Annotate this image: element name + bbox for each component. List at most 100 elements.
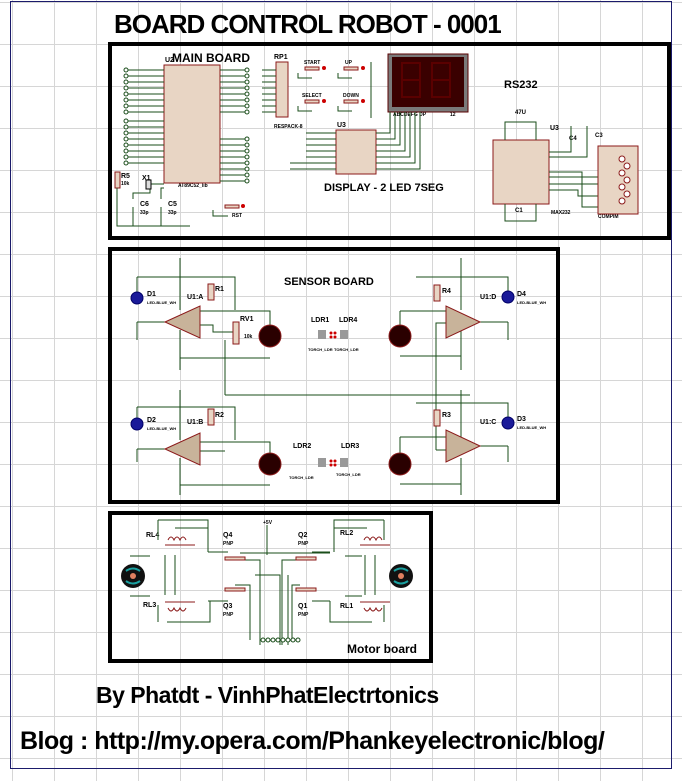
main-board-label: MAIN BOARD xyxy=(172,51,250,65)
sensor-board-label: SENSOR BOARD xyxy=(284,276,374,288)
r4-ref: R4 xyxy=(442,288,451,295)
d4-part: LED-BLUE_WH xyxy=(517,300,547,305)
cap-c3-ref: C3 xyxy=(595,133,603,139)
u1d-ref: U1:D xyxy=(480,294,497,301)
c6-ref: C6 xyxy=(140,201,149,208)
q2-type: PNP xyxy=(298,541,309,547)
torch-symbols xyxy=(318,330,348,467)
ldr4-ref: LDR4 xyxy=(339,317,358,324)
u1a-ref: U1:A xyxy=(187,294,204,301)
u1c-ref: U1:C xyxy=(480,419,497,426)
crystal-x1 xyxy=(145,179,152,190)
port1-wires xyxy=(126,69,164,113)
d1-ref: D1 xyxy=(147,291,156,298)
rl4-ref: RL4 xyxy=(146,532,160,539)
c5-ref: C5 xyxy=(168,201,177,208)
author-credit: By Phatdt - VinhPhatElectrtonics xyxy=(96,682,439,708)
c6-value: 33p xyxy=(140,210,149,216)
segment-wires xyxy=(376,112,421,170)
mcu-chip xyxy=(163,64,221,184)
ldr3-ref: LDR3 xyxy=(341,443,360,450)
push-buttons xyxy=(212,62,372,217)
u1b-ref: U1:B xyxy=(187,419,204,426)
d3-ref: D3 xyxy=(517,416,526,423)
crystal-wires xyxy=(116,183,190,227)
connector-part: COMPIM xyxy=(598,214,619,220)
port3-wires xyxy=(126,120,164,164)
button-select-label: SELECT xyxy=(302,93,322,99)
rp1-wires xyxy=(262,69,276,113)
max232-chip xyxy=(492,139,550,205)
r5-value: 10k xyxy=(121,181,130,187)
sensor-wires xyxy=(136,258,509,495)
db9-connector xyxy=(597,145,639,215)
main-board xyxy=(108,42,671,240)
opamps xyxy=(163,305,482,466)
q4-ref: Q4 xyxy=(223,532,233,539)
terminal-nodes xyxy=(123,67,250,184)
digit-pins-label: 12 xyxy=(450,112,456,118)
sheet-frame xyxy=(10,1,672,769)
rv1-ref: RV1 xyxy=(240,316,254,323)
mcu-ref: U2 xyxy=(165,57,174,64)
r3-ref: R3 xyxy=(442,412,451,419)
port0-wires xyxy=(220,69,245,113)
resistors xyxy=(207,283,441,427)
relay-coils xyxy=(165,536,390,612)
display-label: DISPLAY - 2 LED 7SEG xyxy=(324,182,444,194)
rst-button-label: RST xyxy=(232,213,242,219)
button-down-label: DOWN xyxy=(343,93,359,99)
max232-ref: U3 xyxy=(550,125,559,132)
x1-ref: X1 xyxy=(142,175,151,182)
r1-ref: R1 xyxy=(215,286,224,293)
d2-part: LED-BLUE_WH xyxy=(147,426,177,431)
db9-pins xyxy=(618,155,631,205)
q1-type: PNP xyxy=(298,612,309,618)
seven-seg-face xyxy=(392,57,464,107)
r5-resistor xyxy=(114,171,121,189)
rp1-pack xyxy=(275,61,289,118)
ldr2-ref: LDR2 xyxy=(293,443,312,450)
cap-47u-ref: 47U xyxy=(515,110,527,116)
mcu-part-label: AT89C52_lib xyxy=(178,183,208,189)
motor-vcc-label: +5V xyxy=(263,520,273,526)
c5-value: 33p xyxy=(168,210,177,216)
ldr3-part: TORCH_LDR xyxy=(336,472,361,477)
q2-ref: Q2 xyxy=(298,532,308,539)
ldr1-ref: LDR1 xyxy=(311,317,330,324)
d4-ref: D4 xyxy=(517,291,526,298)
ldr2-part: TORCH_LDR xyxy=(289,475,314,480)
cap-c4-ref: C4 xyxy=(569,136,577,142)
max232-part: MAX232 xyxy=(551,210,571,216)
motor-input-terminals xyxy=(260,637,301,643)
blue-leds xyxy=(130,290,515,431)
dc-motors xyxy=(121,564,413,588)
q1-ref: Q1 xyxy=(298,603,308,610)
rs232-label: RS232 xyxy=(504,79,538,91)
rs232-signal-wires xyxy=(549,171,598,208)
d1-part: LED-BLUE_WH xyxy=(147,300,177,305)
d3-part: LED-BLUE_WH xyxy=(517,425,547,430)
ldr1-part: TORCH_LDR xyxy=(308,347,333,352)
rl2-ref: RL2 xyxy=(340,530,354,537)
r2-ref: R2 xyxy=(215,412,224,419)
max232-cap-wires xyxy=(504,121,588,222)
button-start-label: START xyxy=(304,60,321,66)
button-up-label: UP xyxy=(345,60,352,66)
sensor-board xyxy=(108,247,560,504)
rp1-ref: RP1 xyxy=(274,54,288,61)
ldr4-part: TORCH_LDR xyxy=(334,347,359,352)
motor-board-label: Motor board xyxy=(347,642,417,656)
decoder-input-wires xyxy=(290,132,336,170)
rl1-ref: RL1 xyxy=(340,603,354,610)
rl3-ref: RL3 xyxy=(143,602,157,609)
rp1-part: RESPACK-8 xyxy=(274,124,303,130)
cap-c1-ref: C1 xyxy=(515,208,523,214)
seven-seg-digits xyxy=(401,62,451,98)
transistors xyxy=(224,556,317,592)
motor-wires xyxy=(130,519,385,645)
q4-type: PNP xyxy=(223,541,234,547)
d2-ref: D2 xyxy=(147,417,156,424)
blog-url: Blog : http://my.opera.com/Phankeyelectr… xyxy=(20,727,605,755)
